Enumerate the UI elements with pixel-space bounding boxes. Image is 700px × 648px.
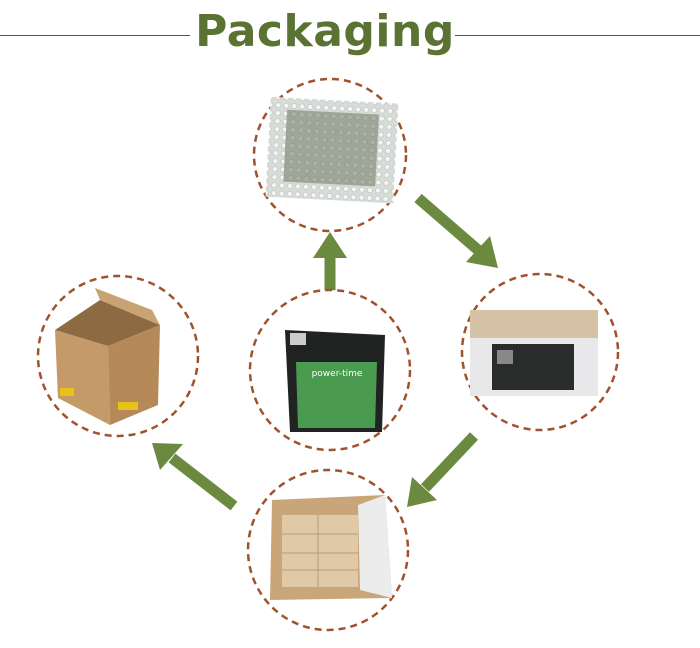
title-rule-right [455, 35, 700, 36]
arrow-down-right-icon [414, 193, 498, 268]
title-rule-left [0, 35, 190, 36]
step-bubble-wrap [252, 77, 408, 233]
step-carton-fill [246, 468, 410, 632]
arrows [152, 193, 498, 511]
step-foam-box [460, 272, 620, 432]
arrow-up-left-icon [152, 443, 238, 511]
arrow-down-left-icon [407, 432, 479, 507]
step-shipping-carton [36, 274, 200, 438]
arrow-up-icon [313, 232, 347, 296]
battery-product [248, 288, 412, 452]
page-title: Packaging [195, 6, 455, 57]
battery-brand: power-time [312, 369, 363, 379]
